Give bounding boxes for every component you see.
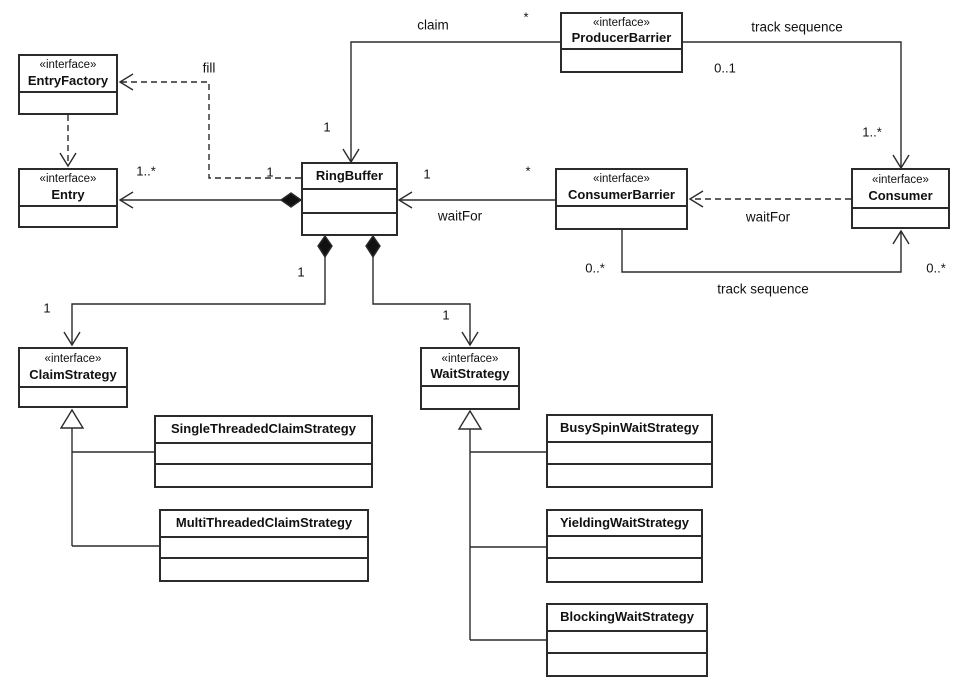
class-header: RingBuffer [303, 164, 396, 188]
entryfactory-entry-dependency [59, 115, 77, 168]
stereotype-label: «interface» [593, 16, 650, 29]
attributes-compartment [20, 205, 116, 226]
class-single-threaded-claim-strategy[interactable]: SingleThreadedClaimStrategy [154, 415, 373, 488]
entries-multiplicity: 1..* [136, 163, 156, 179]
track-sequence-top-label: track sequence [751, 19, 843, 35]
fill-dependency [118, 73, 301, 179]
attributes-compartment [20, 386, 126, 406]
class-ring-buffer[interactable]: RingBuffer [301, 162, 398, 236]
class-header: MultiThreadedClaimStrategy [161, 511, 367, 536]
waitstrategy-multiplicity: 1 [442, 307, 450, 323]
class-name: BusySpinWaitStrategy [560, 420, 699, 436]
class-name: ConsumerBarrier [568, 186, 675, 202]
class-name: Entry [51, 186, 85, 202]
stereotype-label: «interface» [872, 174, 929, 187]
class-entry-factory[interactable]: «interface» EntryFactory [18, 54, 118, 115]
operations-compartment [548, 652, 706, 675]
stereotype-label: «interface» [593, 173, 650, 186]
class-producer-barrier[interactable]: «interface» ProducerBarrier [560, 12, 683, 73]
class-name: Consumer [868, 187, 933, 203]
waitstrategy-composition [365, 234, 479, 347]
waitstrategy-generalization [457, 409, 546, 641]
class-header: «interface» Entry [20, 170, 116, 205]
class-consumer-barrier[interactable]: «interface» ConsumerBarrier [555, 168, 688, 230]
stereotype-label: «interface» [441, 352, 499, 365]
stereotype-label: «interface» [39, 173, 97, 186]
class-consumer[interactable]: «interface» Consumer [851, 168, 950, 229]
class-multi-threaded-claim-strategy[interactable]: MultiThreadedClaimStrategy [159, 509, 369, 582]
claimstrategy-composition [63, 234, 333, 347]
class-name: WaitStrategy [430, 366, 510, 382]
waitfor-barrier-label: waitFor [745, 209, 791, 225]
class-wait-strategy[interactable]: «interface» WaitStrategy [420, 347, 520, 410]
class-header: «interface» ProducerBarrier [562, 14, 681, 48]
operations-compartment [548, 557, 701, 581]
track-barrier-bottom-multiplicity: 0..* [585, 260, 605, 276]
claim-association [342, 41, 560, 164]
attributes-compartment [548, 630, 706, 652]
track-producer-multiplicity: 0..1 [714, 60, 736, 76]
stereotype-label: «interface» [44, 353, 102, 366]
class-name: ProducerBarrier [571, 30, 672, 46]
stereotype-label: «interface» [39, 59, 97, 72]
class-name: MultiThreadedClaimStrategy [175, 515, 353, 531]
claim-ringbuffer-multiplicity: 1 [323, 119, 331, 135]
class-name: ClaimStrategy [29, 366, 117, 382]
class-busy-spin-wait-strategy[interactable]: BusySpinWaitStrategy [546, 414, 713, 488]
track-consumer-bottom-multiplicity: 0..* [926, 260, 946, 276]
attributes-compartment [303, 188, 396, 212]
class-header: BusySpinWaitStrategy [548, 416, 711, 441]
waitfor-ringbuffer-association [397, 191, 555, 209]
operations-compartment [156, 463, 371, 486]
attributes-compartment [161, 536, 367, 557]
claimstrategy-corner-multiplicity: 1 [43, 300, 51, 316]
class-name: EntryFactory [27, 72, 109, 88]
claimstrategy-generalization [59, 408, 159, 547]
operations-compartment [548, 463, 711, 486]
class-header: SingleThreadedClaimStrategy [156, 417, 371, 442]
class-entry[interactable]: «interface» Entry [18, 168, 118, 228]
track-sequence-bottom-label: track sequence [717, 281, 809, 297]
waitfor-ringbuffer-label: waitFor [437, 208, 483, 224]
claim-label: claim [417, 17, 449, 33]
attributes-compartment [853, 207, 948, 227]
class-name: YieldingWaitStrategy [559, 514, 690, 530]
claimstrategy-diamond-multiplicity: 1 [297, 264, 305, 280]
attributes-compartment [20, 91, 116, 113]
entry-composition [118, 191, 303, 209]
operations-compartment [303, 212, 396, 234]
fill-label: fill [202, 60, 216, 76]
class-claim-strategy[interactable]: «interface» ClaimStrategy [18, 347, 128, 408]
waitfor-barrier-dependency [688, 190, 851, 208]
waitfor-ringbuffer-multiplicity: 1 [423, 166, 431, 182]
class-blocking-wait-strategy[interactable]: BlockingWaitStrategy [546, 603, 708, 677]
operations-compartment [161, 557, 367, 580]
class-header: BlockingWaitStrategy [548, 605, 706, 630]
attributes-compartment [422, 385, 518, 408]
class-name: RingBuffer [315, 167, 384, 183]
attributes-compartment [562, 48, 681, 71]
class-header: «interface» Consumer [853, 170, 948, 207]
class-header: YieldingWaitStrategy [548, 511, 701, 535]
track-sequence-bottom-association [621, 229, 910, 273]
fill-ringbuffer-multiplicity: 1 [266, 164, 274, 180]
waitfor-barrier-multiplicity: * [525, 163, 531, 179]
attributes-compartment [548, 441, 711, 463]
class-yielding-wait-strategy[interactable]: YieldingWaitStrategy [546, 509, 703, 583]
track-consumer-top-multiplicity: 1..* [862, 124, 882, 140]
class-header: «interface» ConsumerBarrier [557, 170, 686, 205]
class-name: BlockingWaitStrategy [560, 609, 694, 625]
class-name: SingleThreadedClaimStrategy [171, 421, 356, 437]
claim-producer-multiplicity: * [523, 9, 529, 25]
attributes-compartment [548, 535, 701, 557]
class-header: «interface» WaitStrategy [422, 349, 518, 385]
attributes-compartment [156, 442, 371, 463]
class-header: «interface» ClaimStrategy [20, 349, 126, 386]
class-header: «interface» EntryFactory [20, 56, 116, 91]
attributes-compartment [557, 205, 686, 228]
